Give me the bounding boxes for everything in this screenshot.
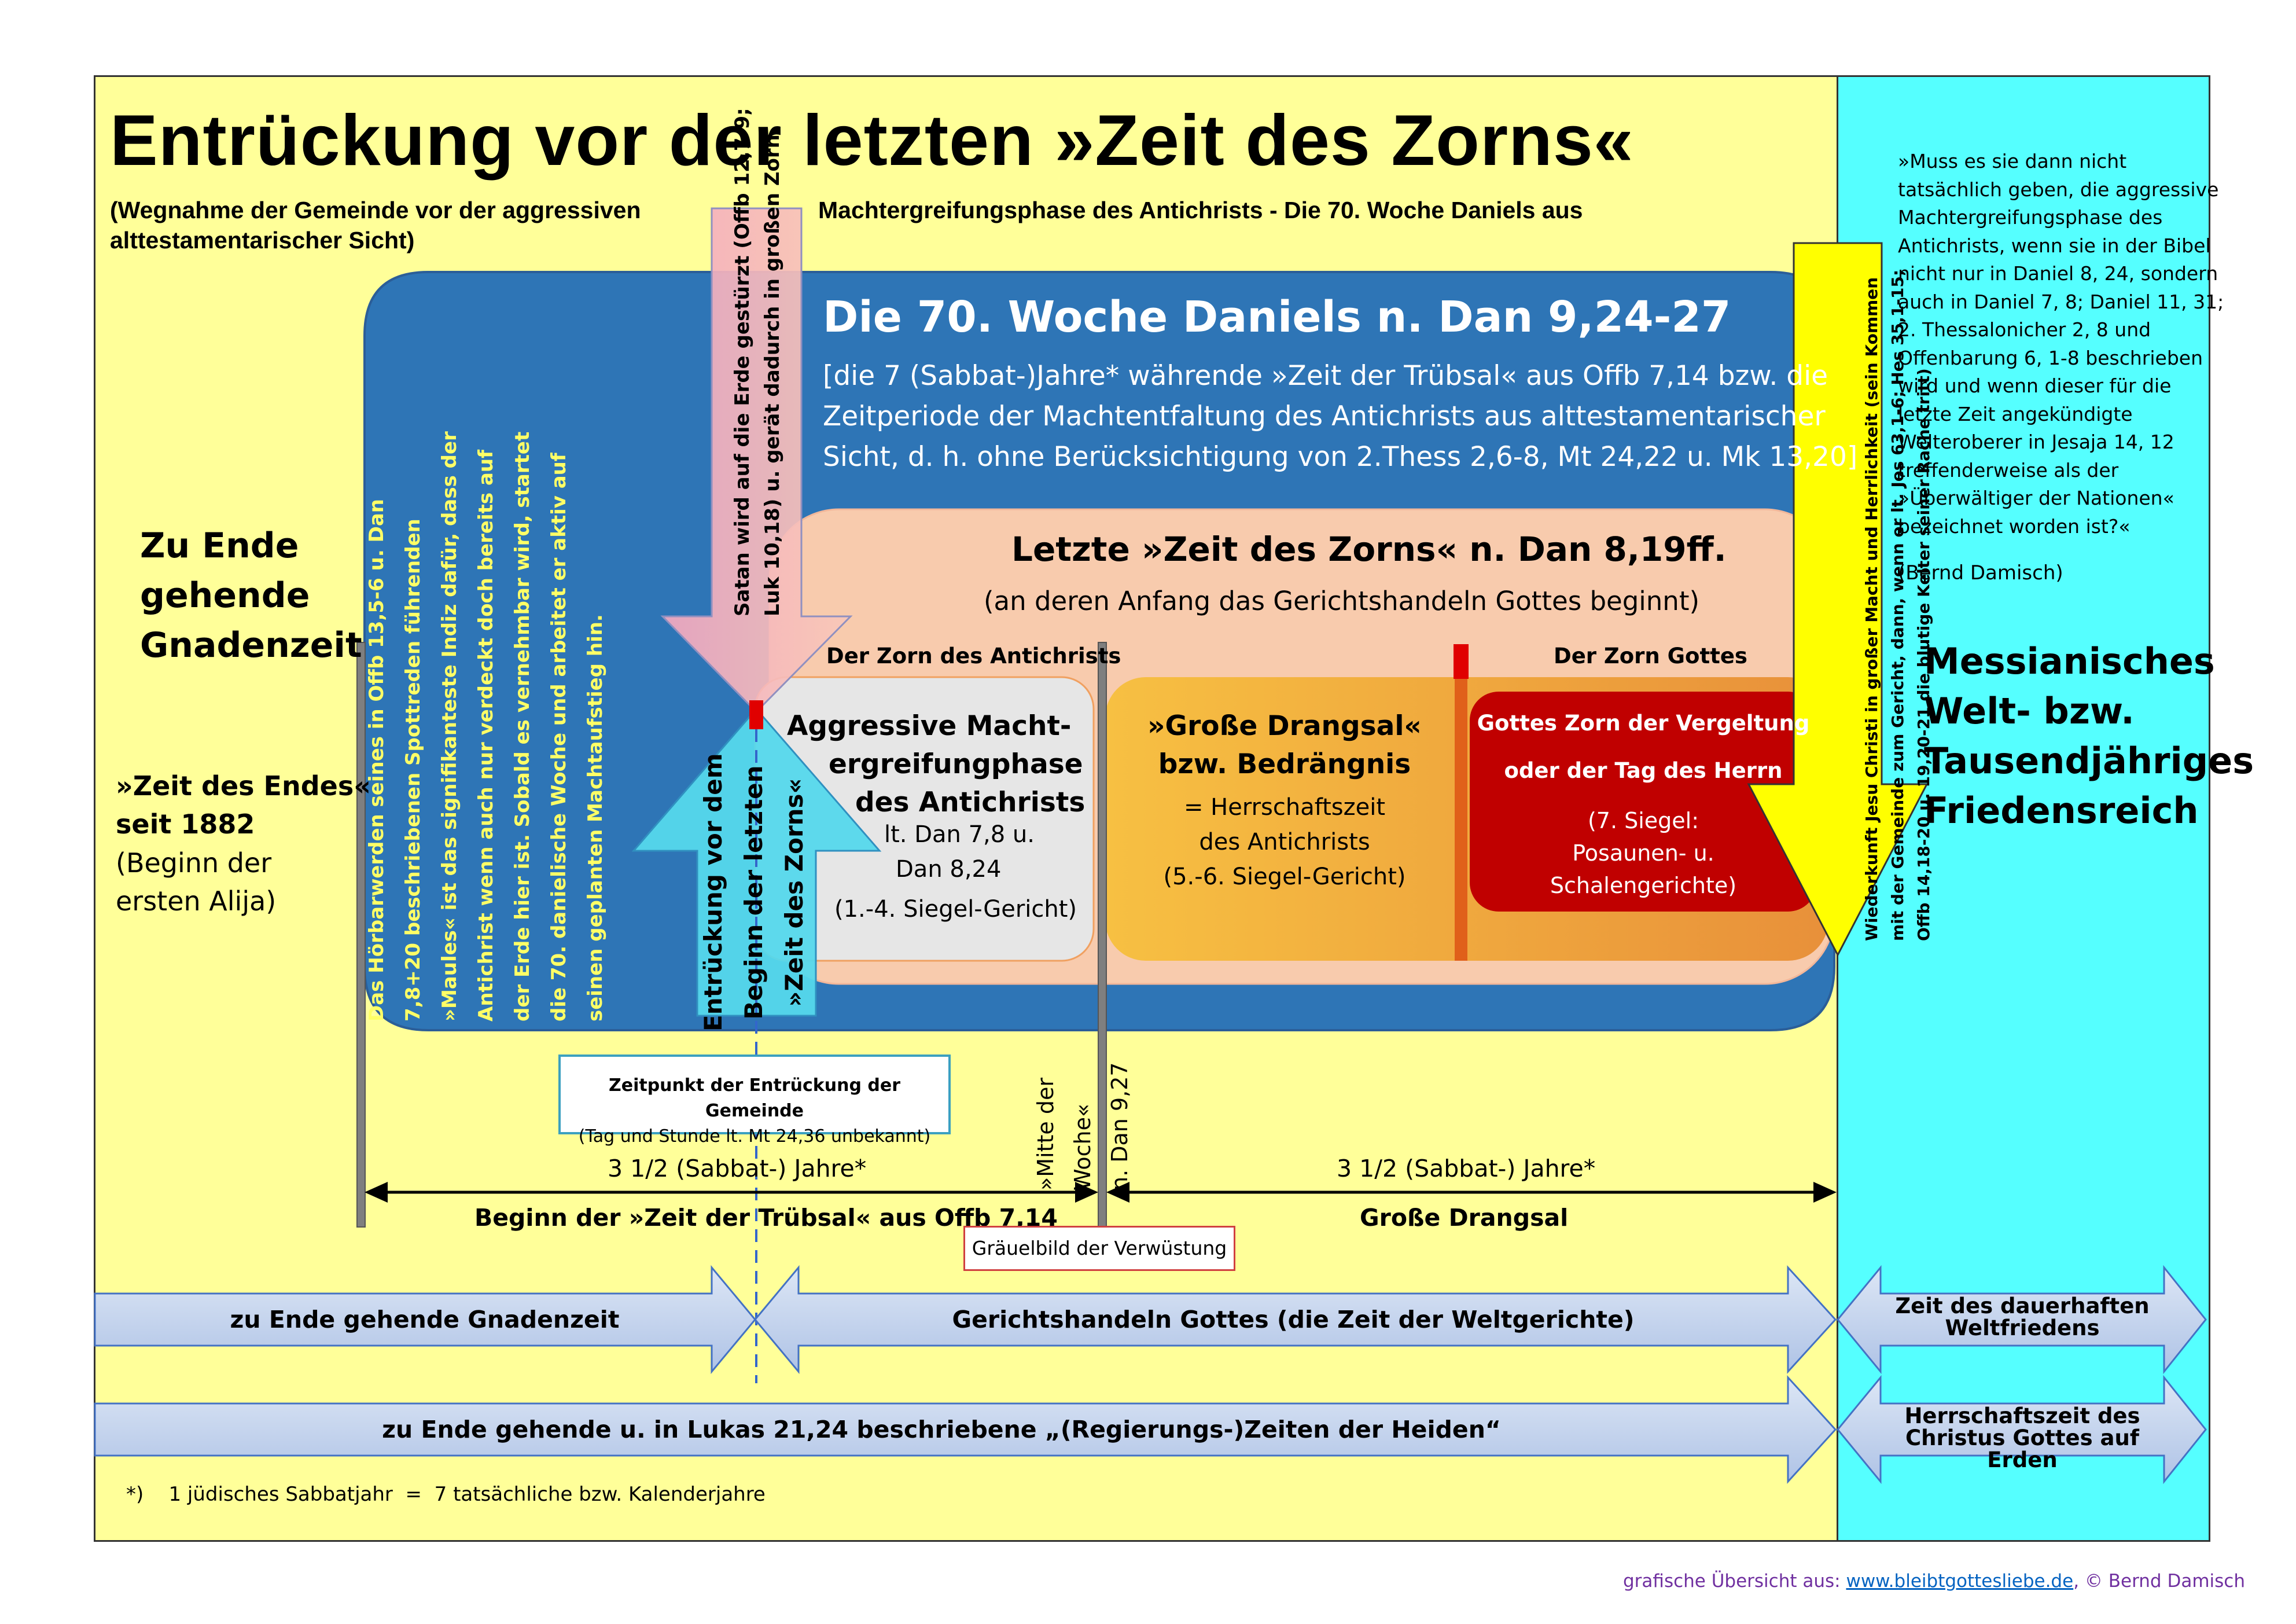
rapture-time-box: Zeitpunkt der Entrückung der Gemeinde (T… — [558, 1055, 951, 1147]
band-friede-label: Zeit des dauerhaften Weltfriedens — [1895, 1294, 2150, 1340]
graeuelbild-box: Gräuelbild der Verwüstung — [963, 1226, 1235, 1271]
start-post — [356, 642, 366, 1228]
gottes-zorn-title2: oder der Tag des Herrn — [1504, 758, 1783, 783]
grosse-drangsal-label: Große Drangsal — [1360, 1204, 1569, 1232]
band-heiden — [94, 1375, 1837, 1484]
gottes-zorn-title1: Gottes Zorn der Vergeltung — [1477, 711, 1810, 736]
damisch-author: (Bernd Damisch) — [1898, 561, 2063, 585]
subtitle-line2: alttestamentarischer Sicht) — [110, 227, 415, 253]
machtergreifung-ref: lt. Dan 7,8 u. Dan 8,24 — [884, 821, 1035, 883]
drangsal-text: = Herrschaftszeit des Antichrists (5.-6.… — [1163, 794, 1406, 890]
band-gnadenzeit-label: zu Ende gehende Gnadenzeit — [230, 1306, 620, 1333]
seventy-week-title: Die 70. Woche Daniels n. Dan 9,24-27 — [823, 292, 1731, 342]
gottes-zorn-box — [1470, 692, 1817, 912]
credit-link[interactable]: www.bleibtgottesliebe.de — [1846, 1571, 2074, 1592]
zeit-des-endes-label: »Zeit des Endes« seit 1882 — [116, 770, 371, 840]
right-years-label: 3 1/2 (Sabbat-) Jahre* — [1337, 1155, 1596, 1182]
gnadenzeit-label: Zu Ende gehende Gnadenzeit — [140, 526, 362, 666]
rapture-marker — [749, 700, 763, 729]
satan-arrow — [660, 207, 853, 714]
subtitle-line1-left: (Wegnahme der Gemeinde vor der aggressiv… — [110, 197, 641, 223]
left-years-label: 3 1/2 (Sabbat-) Jahre* — [608, 1155, 867, 1182]
return-arrow — [1747, 242, 1929, 957]
zorn-subtitle: (an deren Anfang das Gerichtshandeln Got… — [984, 586, 1700, 616]
footnote: *) 1 jüdisches Sabbatjahr = 7 tatsächlic… — [126, 1483, 766, 1506]
zorn-gottes-marker — [1454, 644, 1469, 679]
band-gericht — [754, 1265, 1837, 1375]
maul-vertical-note: Das Hörbarwerden seines in Offb 13,5-6 u… — [365, 431, 607, 1022]
zorn-gottes-divider — [1455, 677, 1467, 961]
satan-arrow-text: Satan wird auf die Erde gestürzt (Offb 1… — [731, 108, 784, 616]
friedensreich-label: Messianisches Welt- bzw. Tausendjähriges… — [1924, 640, 2254, 832]
page-title: Entrückung vor der letzten »Zeit des Zor… — [110, 101, 1634, 181]
rapture-arrow-text: Entrückung vor dem Beginn der letzten »Z… — [699, 753, 808, 1031]
damisch-quote: »Muss es sie dann nicht tatsächlich gebe… — [1898, 150, 2224, 538]
truebsal-label: Beginn der »Zeit der Trübsal« aus Offb 7… — [474, 1204, 1058, 1232]
zorn-antichrist-label: Der Zorn des Antichrists — [826, 644, 1121, 668]
zorn-title: Letzte »Zeit des Zorns« n. Dan 8,19ff. — [1011, 530, 1727, 569]
band-herrschaft-label: Herrschaftszeit des Christus Gottes auf … — [1904, 1403, 2140, 1472]
drangsal-title: »Große Drangsal« bzw. Bedrängnis — [1147, 710, 1422, 780]
band-gericht-label: Gerichtshandeln Gottes (die Zeit der Wel… — [952, 1306, 1635, 1333]
band-heiden-label: zu Ende gehende u. in Lukas 21,24 beschr… — [382, 1416, 1501, 1443]
zorn-gottes-label: Der Zorn Gottes — [1554, 644, 1747, 668]
credit: grafische Übersicht aus: www.bleibtgotte… — [1623, 1571, 2245, 1592]
machtergreifung-title: Aggressive Macht- ergreifungphase des An… — [787, 710, 1086, 818]
subtitle-line1-right: Machtergreifungsphase des Antichrists - … — [818, 197, 1583, 223]
alija-label: (Beginn der ersten Alija) — [116, 847, 277, 917]
band-friede — [1837, 1265, 2207, 1375]
machtergreifung-siegel: (1.-4. Siegel-Gericht) — [834, 896, 1077, 923]
gottes-zorn-text: (7. Siegel: Posaunen- u. Schalengerichte… — [1550, 808, 1737, 898]
mitte-der-woche-label: »Mitte der Woche« n. Dan 9,27 — [1033, 1062, 1132, 1191]
band-herrschaft — [1837, 1375, 2207, 1485]
seventy-week-text: [die 7 (Sabbat-)Jahre* währende »Zeit de… — [823, 360, 1858, 473]
band-gnadenzeit — [94, 1265, 756, 1375]
